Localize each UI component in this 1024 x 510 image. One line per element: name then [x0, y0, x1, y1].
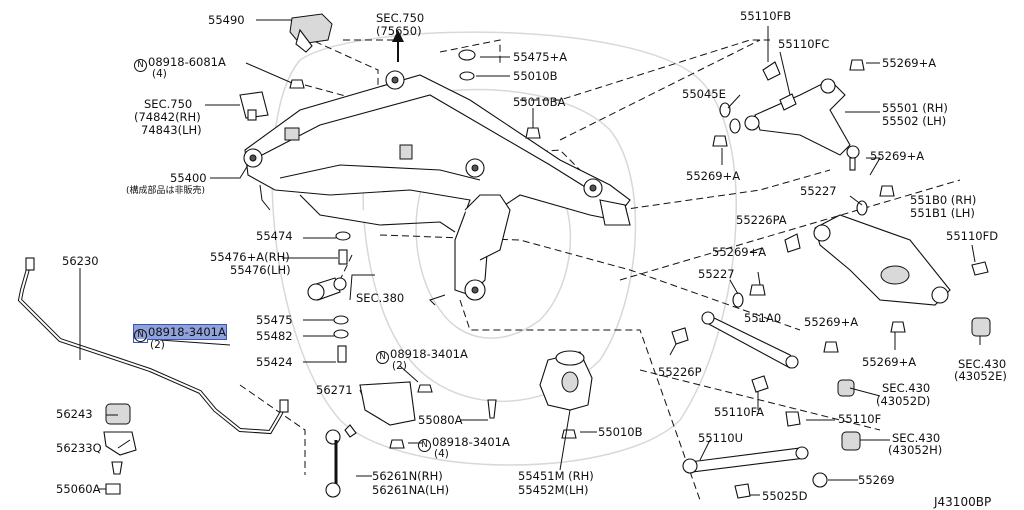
- label-55475: 55475: [256, 313, 293, 327]
- label-56261na: 56261NA(LH): [372, 483, 450, 497]
- label-55045e: 55045E: [682, 87, 726, 101]
- label-55269a-5: 55269+A: [804, 315, 859, 329]
- label-55060a: 55060A: [56, 482, 101, 496]
- label-55502: 55502 (LH): [882, 114, 947, 128]
- label-56233q: 56233Q: [56, 441, 102, 455]
- label-55269a-3: 55269+A: [686, 169, 741, 183]
- upper-arm-55501: [712, 59, 895, 216]
- label-55110fa: 55110FA: [714, 405, 765, 419]
- label-sec380: SEC.380: [356, 291, 405, 305]
- bracket-55451m: [487, 350, 593, 439]
- part-55490: [289, 13, 333, 53]
- leader-lines: [79, 19, 981, 496]
- n-circle-icon: N: [376, 351, 389, 364]
- label-55482: 55482: [256, 329, 293, 343]
- subframe-55400: [243, 70, 631, 306]
- label-55476a-rh: 55476+A(RH): [210, 250, 290, 264]
- label-55424: 55424: [256, 355, 293, 369]
- label-55110fc: 55110FC: [778, 37, 830, 51]
- bracket-56271: [359, 381, 433, 449]
- label-55452m: 55452M(LH): [518, 483, 589, 497]
- label-55490: 55490: [208, 13, 245, 27]
- label-55010b-bot: 55010B: [598, 425, 643, 439]
- label-56271: 56271: [316, 383, 353, 397]
- label-55227-top: 55227: [800, 184, 837, 198]
- label-55400: 55400: [170, 171, 207, 185]
- label-sec750-lh: 74843(LH): [141, 123, 202, 137]
- label-56261n: 56261N(RH): [372, 469, 443, 483]
- label-08918-3401a-mid-text: 08918-3401A: [390, 347, 468, 361]
- nuts-top: [289, 49, 541, 139]
- label-08918-3401a-highlight-text: 08918-3401A: [148, 325, 226, 339]
- label-551b1: 551B1 (LH): [910, 206, 975, 220]
- link-55110u: [682, 411, 861, 499]
- label-55476-lh: 55476(LH): [230, 263, 291, 277]
- stabilizer-link-56261: [325, 424, 357, 498]
- lower-arm-551b0: [732, 214, 991, 337]
- label-sec750-top: SEC.750: [376, 11, 425, 25]
- label-55110u: 55110U: [698, 431, 744, 445]
- label-56243: 56243: [56, 407, 93, 421]
- label-sec430-h: SEC.430: [892, 431, 941, 445]
- label-55226pa: 55226PA: [736, 213, 787, 227]
- label-55451m: 55451M (RH): [518, 469, 594, 483]
- bushing-56243: [103, 403, 137, 495]
- label-08918-3401a-highlight-qty: (2): [150, 339, 165, 351]
- label-sec750-rh: (74842(RH): [134, 110, 201, 124]
- arrow-sec750: [392, 30, 404, 62]
- label-08918-3401a-mid-qty: (2): [392, 360, 407, 372]
- label-55269-bot: 55269: [858, 473, 895, 487]
- label-08918-6081a-text: 08918-6081A: [148, 55, 226, 69]
- label-55475a: 55475+A: [513, 50, 568, 64]
- label-55010ba: 55010BA: [513, 95, 566, 109]
- label-55269a-6: 55269+A: [862, 355, 917, 369]
- label-sec430-r-sub: (43052E): [954, 369, 1007, 383]
- label-sec750-mid: SEC.750: [144, 97, 193, 111]
- n-circle-icon: N: [134, 329, 147, 342]
- diagram-code: J43100BP: [934, 495, 992, 509]
- label-sec430-r: SEC.430: [958, 357, 1007, 371]
- label-55400-note: (構成部品は非販売): [126, 186, 206, 196]
- label-sec430-d-sub: (43052D): [876, 394, 931, 408]
- label-55269a-1: 55269+A: [882, 56, 937, 70]
- label-551a0: 551A0: [744, 311, 782, 325]
- part-74842-bracket: [239, 91, 269, 121]
- label-55474: 55474: [256, 229, 293, 243]
- label-551b0: 551B0 (RH): [910, 193, 977, 207]
- label-56230: 56230: [62, 254, 99, 268]
- label-08918-3401a-bot-text: 08918-3401A: [432, 435, 510, 449]
- label-55269a-4: 55269+A: [712, 245, 767, 259]
- stud-stack: [307, 231, 351, 363]
- label-sec430-h-sub: (43052H): [888, 443, 943, 457]
- label-08918-6081a-qty: (4): [152, 68, 167, 80]
- n-circle-icon: N: [418, 439, 431, 452]
- label-55110fd: 55110FD: [946, 229, 999, 243]
- label-sec750-top-sub: (75650): [376, 24, 422, 38]
- n-circle-icon: N: [134, 59, 147, 72]
- label-55501: 55501 (RH): [882, 101, 948, 115]
- label-55110f: 55110F: [838, 412, 882, 426]
- watermark-logo: [271, 31, 737, 466]
- label-55269a-2: 55269+A: [870, 149, 925, 163]
- label-55025d: 55025D: [762, 489, 808, 503]
- link-551a0: [671, 311, 855, 397]
- label-55110fb: 55110FB: [740, 9, 792, 23]
- label-55227-mid: 55227: [698, 267, 735, 281]
- label-55080a: 55080A: [418, 413, 463, 427]
- stabilizer-bar-56230: [17, 257, 289, 435]
- label-sec430-d: SEC.430: [882, 381, 931, 395]
- label-08918-3401a-bot-qty: (4): [434, 448, 449, 460]
- label-55010b-top: 55010B: [513, 69, 558, 83]
- label-55226p: 55226P: [658, 365, 702, 379]
